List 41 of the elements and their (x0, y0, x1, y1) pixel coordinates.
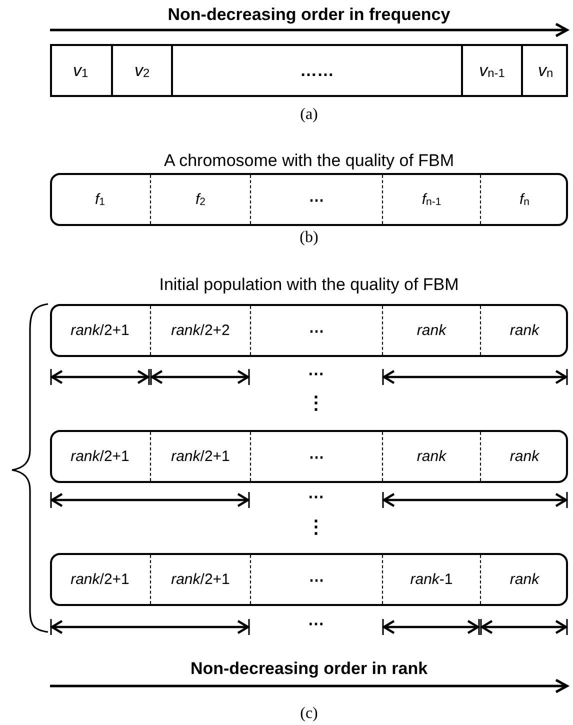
ellipsis: ⋮ (306, 394, 326, 412)
group-heading: Initial population with the quality of FBM (158, 276, 460, 293)
array-cell: v$_{n-1}$ (461, 46, 521, 95)
array-cell: f$_{n-1}$ (382, 175, 480, 224)
chromosome-bar (50, 553, 568, 606)
row-heading: A chromosome with the quality of FBM (162, 152, 456, 169)
array-cell: ⋯ (250, 175, 382, 224)
array-cell: rank/2+1 (50, 555, 150, 604)
array-cell: rank (480, 432, 568, 481)
panel-label: (b) (298, 230, 320, 246)
array-cell: ⋯ (250, 432, 382, 481)
array-cell: v$_{n}$ (521, 46, 568, 95)
vertex-array (50, 44, 568, 97)
array-cell: rank/2+1 (50, 306, 150, 355)
array-cell: f$_{n}$ (480, 175, 568, 224)
array-cell: v$_{1}$ (50, 46, 111, 95)
array-cell: rank/2+1 (150, 555, 250, 604)
array-cell: rank (382, 432, 480, 481)
array-cell: rank (382, 306, 480, 355)
array-cell: rank/2+2 (150, 306, 250, 355)
axis-title: Non-decreasing order in rank (189, 660, 429, 677)
array-cell: ⋯ (250, 306, 382, 355)
axis-title: Non-decreasing order in frequency (166, 6, 452, 23)
panel-label: (a) (299, 107, 319, 123)
array-cell: rank/2+1 (50, 432, 150, 481)
chromosome-bar (50, 430, 568, 483)
array-cell: v$_{2}$ (111, 46, 171, 95)
chromosome-bar (50, 304, 568, 357)
array-cell: rank (480, 306, 568, 355)
array-cell: …… (171, 46, 461, 95)
ellipsis: ⋯ (307, 617, 325, 633)
array-cell: f$_{1}$ (50, 175, 150, 224)
array-cell: rank-1 (382, 555, 480, 604)
panel-label: (c) (299, 706, 319, 722)
array-cell: rank/2+1 (150, 432, 250, 481)
array-cell: ⋯ (250, 555, 382, 604)
array-cell: rank (480, 555, 568, 604)
ellipsis: ⋯ (307, 490, 325, 506)
ellipsis: ⋮ (306, 518, 326, 536)
array-cell: f$_{2}$ (150, 175, 250, 224)
ellipsis: ⋯ (307, 367, 325, 383)
